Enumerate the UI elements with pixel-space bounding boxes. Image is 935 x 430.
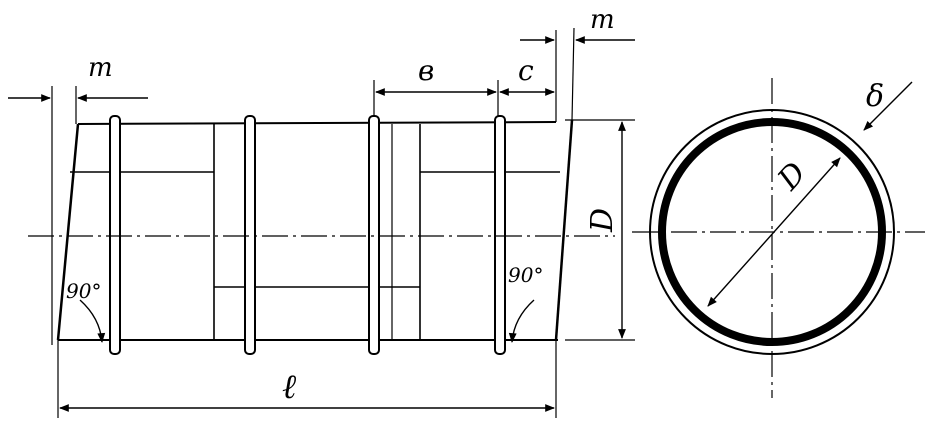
ring-band bbox=[494, 115, 506, 355]
label-D-side: D bbox=[585, 208, 620, 233]
label-D-circle: D bbox=[771, 156, 814, 198]
extension-line bbox=[571, 27, 575, 121]
label-b: в bbox=[418, 54, 434, 87]
side-view bbox=[8, 27, 635, 418]
ring-band bbox=[244, 115, 256, 355]
wall-circle bbox=[658, 118, 886, 346]
label-angle-left: 90° bbox=[66, 279, 101, 303]
ring-band bbox=[368, 115, 380, 355]
left-end-face bbox=[56, 123, 80, 341]
ring-band bbox=[109, 115, 121, 355]
label-c: c bbox=[518, 54, 534, 87]
angle-arc-left bbox=[79, 299, 106, 343]
body-top-line bbox=[77, 121, 557, 125]
label-m-left: m bbox=[88, 53, 113, 83]
outer-circle bbox=[649, 109, 895, 355]
angle-arc-right bbox=[508, 299, 535, 343]
right-end-face bbox=[554, 119, 574, 341]
label-delta: δ bbox=[866, 79, 884, 114]
label-l: ℓ bbox=[282, 367, 296, 407]
dim-delta-leader bbox=[863, 81, 913, 131]
end-view bbox=[632, 78, 925, 398]
label-angle-right: 90° bbox=[508, 263, 543, 287]
dim-D-circle bbox=[707, 157, 841, 307]
label-m-right: m bbox=[590, 5, 615, 35]
